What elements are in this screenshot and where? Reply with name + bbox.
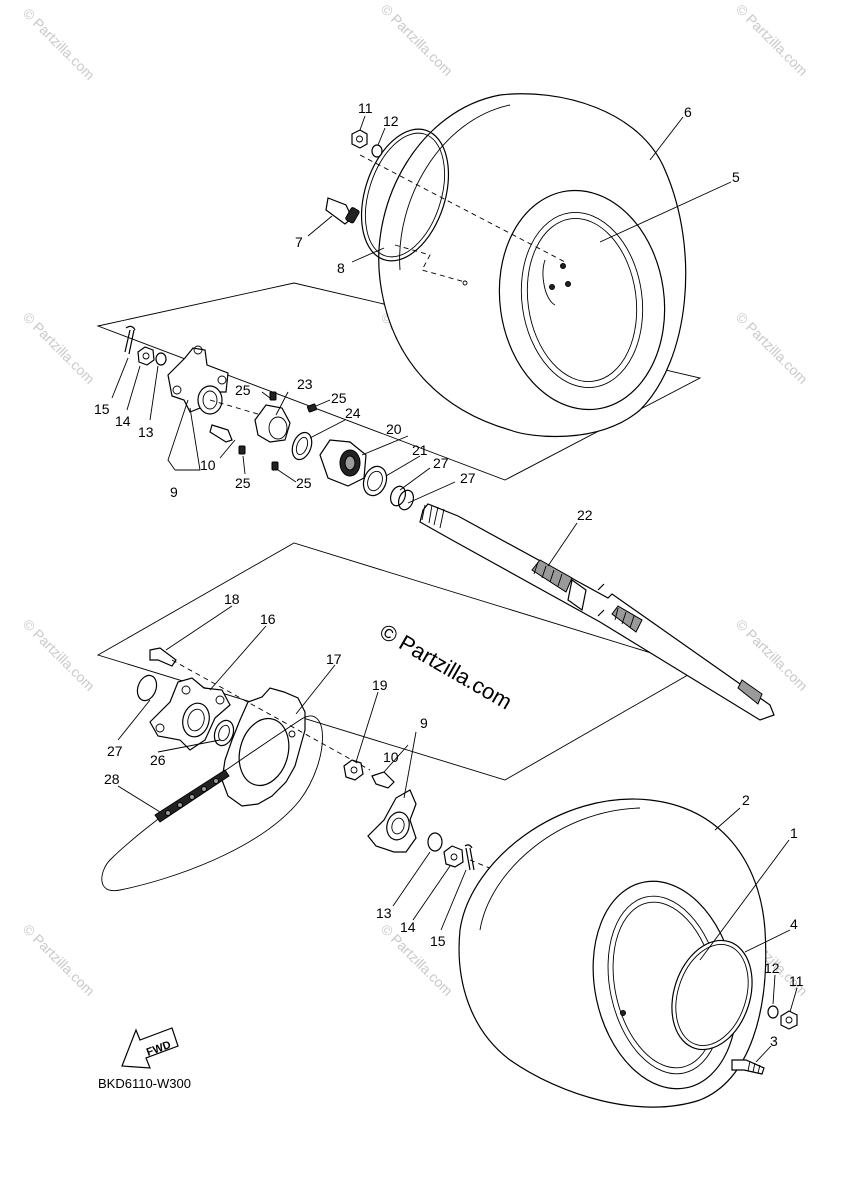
- callout-label: 1: [790, 825, 798, 841]
- callout-label: 11: [789, 973, 804, 989]
- cotter-pin-lower: [464, 844, 475, 871]
- callout-label: 15: [430, 933, 446, 949]
- rim-seal-ring-upper: [360, 128, 450, 262]
- set-screw: [306, 403, 318, 413]
- bead-ring-lower: [671, 939, 753, 1051]
- callout-label: 11: [358, 100, 373, 116]
- callout-label: 5: [732, 169, 740, 185]
- watermark-text: © Partzilla.com: [20, 921, 98, 999]
- callout-label: 14: [115, 413, 131, 429]
- callout-label: 9: [420, 715, 428, 731]
- set-screw: [238, 445, 246, 455]
- leader-lines: [111, 115, 798, 1063]
- callout-label: 12: [383, 113, 399, 129]
- callout-label: 3: [770, 1033, 778, 1049]
- stud-bolt-upper: [209, 424, 233, 443]
- callout-label: 10: [383, 749, 399, 765]
- oil-seal-upper: [291, 431, 313, 461]
- upper-tire: [378, 93, 687, 438]
- fwd-arrow-icon: FWD: [121, 1027, 179, 1069]
- callout-label: 7: [295, 234, 303, 250]
- valve-stem-upper: [325, 197, 360, 225]
- watermark-text: © Partzilla.com: [733, 309, 811, 387]
- drawing-code: BKD6110-W300: [98, 1076, 191, 1091]
- rear-axle: [419, 503, 775, 721]
- callout-label: 23: [297, 376, 313, 392]
- castle-nut-upper: [137, 346, 155, 366]
- callout-label: 16: [260, 611, 276, 627]
- upper-assembly-box: [96, 282, 702, 481]
- partzilla-watermark: © Partzilla.com: [376, 619, 517, 715]
- circlip-lower: [136, 674, 158, 702]
- washer-hub-upper: [155, 352, 167, 366]
- watermark-text: © Partzilla.com: [733, 1, 811, 79]
- callout-label: 20: [386, 421, 402, 437]
- callout-label: 27: [107, 743, 123, 759]
- set-screw: [271, 461, 279, 471]
- callout-label: 25: [235, 475, 251, 491]
- cotter-pin-upper: [124, 325, 136, 355]
- drive-chain: [101, 715, 323, 892]
- stud-bolt-lower: [371, 771, 395, 789]
- callout-label: 15: [94, 401, 110, 417]
- callout-label: 9: [170, 484, 178, 500]
- callout-label: 25: [331, 390, 347, 406]
- watermark-text: © Partzilla.com: [20, 616, 98, 694]
- eccentric-housing: [254, 404, 291, 443]
- callout-label: 13: [376, 905, 392, 921]
- callout-label: 28: [104, 771, 120, 787]
- callout-label: 2: [742, 792, 750, 808]
- castle-nut-lower: [443, 845, 464, 868]
- callout-label: 22: [577, 507, 593, 523]
- callout-label: 8: [337, 260, 345, 276]
- watermark-text: © Partzilla.com: [378, 1, 456, 79]
- set-screw: [269, 391, 277, 401]
- callout-label: 10: [200, 457, 216, 473]
- callout-label: 27: [433, 455, 449, 471]
- callout-label: 26: [150, 752, 166, 768]
- washer-lower: [767, 1005, 779, 1019]
- watermark-text: © Partzilla.com: [20, 5, 98, 83]
- sprocket-nut: [343, 759, 364, 781]
- sprocket-hub: [149, 677, 231, 751]
- valve-stem-lower: [731, 1059, 765, 1075]
- callout-label: 17: [326, 651, 342, 667]
- callout-label: 19: [372, 677, 388, 693]
- bearing-housing: [319, 439, 367, 487]
- nut-lower: [780, 1010, 798, 1030]
- circlip-upper-1: [389, 485, 407, 507]
- callout-label: 25: [296, 475, 312, 491]
- callout-label: 21: [412, 442, 428, 458]
- washer-hub-lower: [427, 832, 443, 852]
- callout-label: 18: [224, 591, 240, 607]
- callout-label: 13: [138, 424, 154, 440]
- callout-label: 27: [460, 470, 476, 486]
- callout-label: 4: [790, 916, 798, 932]
- washer-upper: [371, 144, 383, 158]
- callout-label: 14: [400, 919, 416, 935]
- callout-label: 12: [764, 960, 780, 976]
- watermark-text: © Partzilla.com: [20, 309, 98, 387]
- circlip-upper-2: [397, 489, 415, 511]
- callout-label: 25: [235, 382, 251, 398]
- sprocket: [221, 687, 306, 807]
- callouts: 1 2 3 4 5 6 7 8 9 9 10 10 11 11 12 12 13…: [94, 100, 804, 1049]
- hub-lower: [367, 789, 417, 853]
- flange-bolt: [149, 647, 177, 667]
- callout-label: 6: [684, 104, 692, 120]
- nut-upper: [351, 129, 368, 149]
- callout-label: 24: [345, 405, 361, 421]
